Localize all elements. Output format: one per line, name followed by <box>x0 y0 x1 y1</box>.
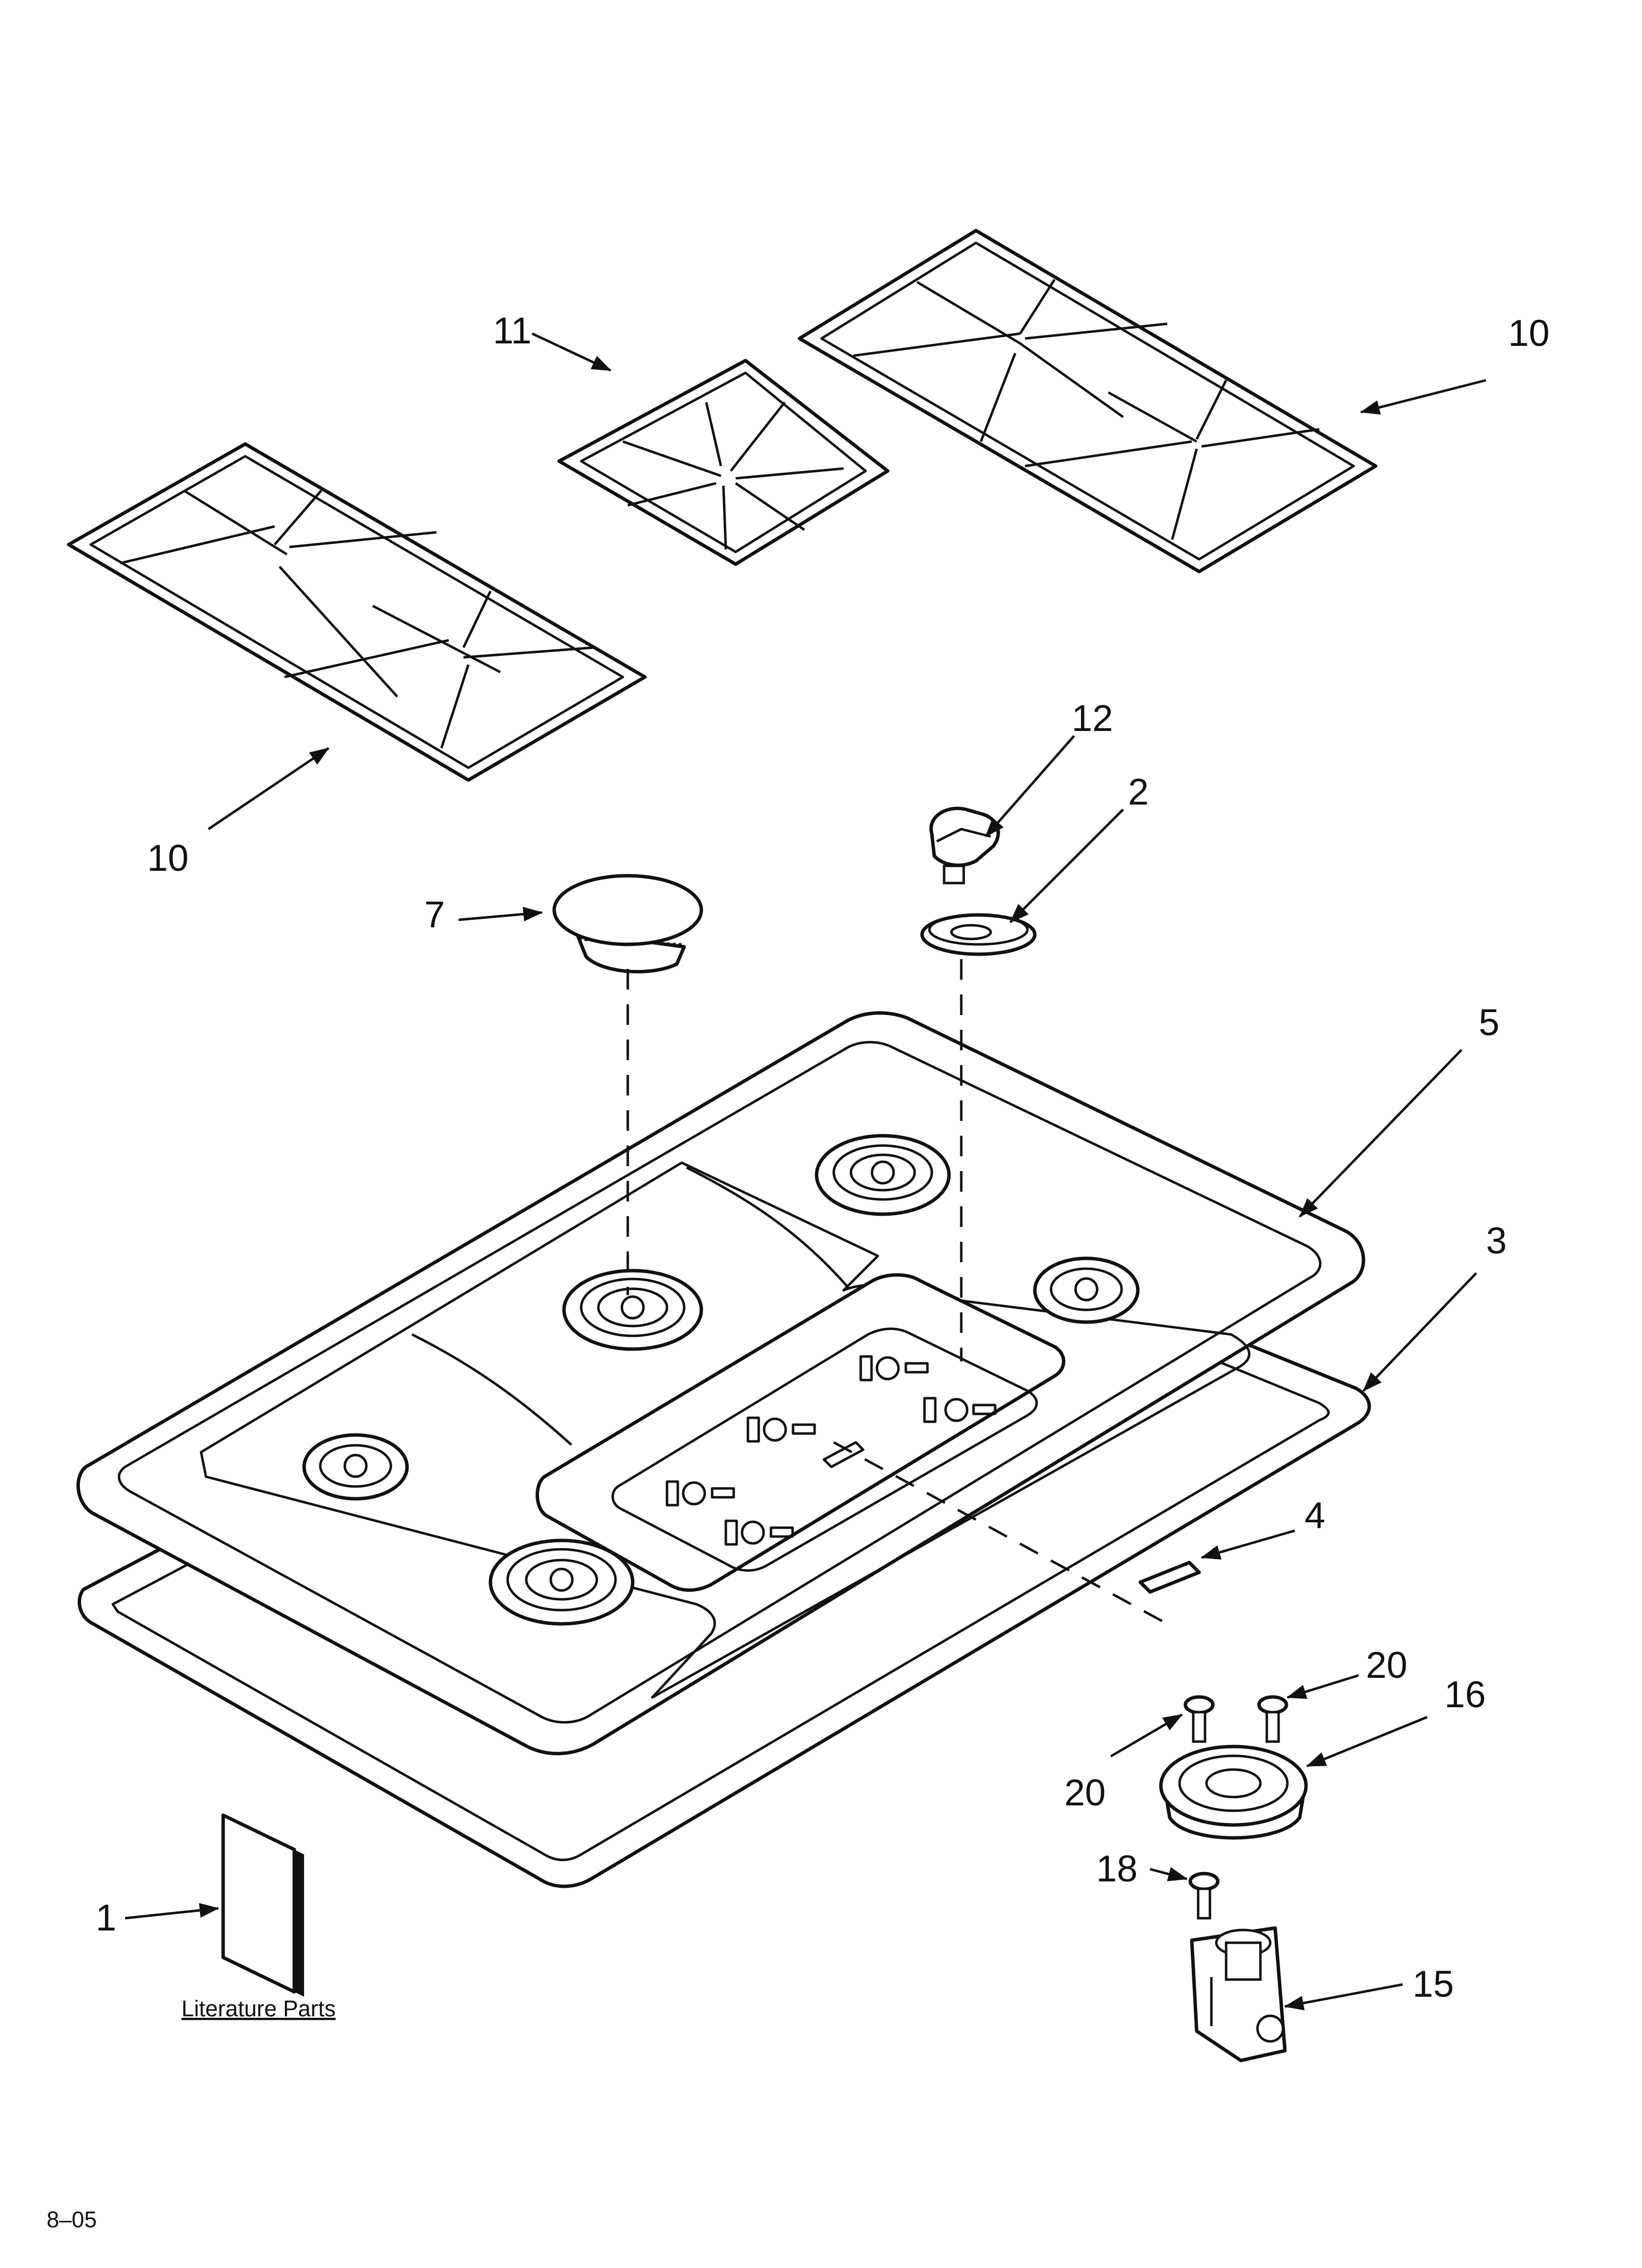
callout-grate-center: 11 <box>493 310 532 352</box>
callout-screw-c: 18 <box>1096 1848 1138 1890</box>
literature-parts-label: Literature Parts <box>181 1996 335 2021</box>
valve-icon <box>1190 1926 1287 2062</box>
screw-icon-c <box>1188 1872 1220 1920</box>
callout-screw-b: 20 <box>1064 1772 1106 1814</box>
knob-icon <box>929 807 1000 885</box>
callout-grate-right: 10 <box>1508 313 1550 354</box>
callout-valve: 15 <box>1412 1963 1454 2005</box>
bezel-icon <box>920 913 1037 956</box>
cooktop-icon <box>76 1011 1365 1755</box>
callout-burner-cap: 7 <box>424 894 445 936</box>
callout-literature: 1 <box>96 1897 116 1939</box>
callout-screw-a: 20 <box>1366 1644 1408 1686</box>
spark-module-icon <box>1138 1561 1201 1594</box>
screw-icon-a <box>1183 1695 1215 1743</box>
grate-left-icon <box>67 442 647 782</box>
callout-burner-base: 16 <box>1444 1674 1486 1716</box>
grate-center-icon <box>557 359 890 566</box>
callout-bezel: 2 <box>1128 771 1149 813</box>
literature-icon <box>221 1813 304 1997</box>
callout-grate-left: 10 <box>147 837 189 879</box>
grate-right-icon <box>797 229 1378 574</box>
callout-spark-module: 4 <box>1305 1495 1325 1537</box>
revision-date: 8–05 <box>47 2207 97 2232</box>
callout-knob: 12 <box>1072 698 1113 739</box>
burner-cap-icon <box>552 874 703 974</box>
screw-icon-b <box>1257 1695 1288 1743</box>
callout-gasket: 3 <box>1486 1220 1507 1262</box>
callout-cooktop: 5 <box>1479 1002 1499 1043</box>
burner-base-icon <box>1159 1745 1308 1840</box>
